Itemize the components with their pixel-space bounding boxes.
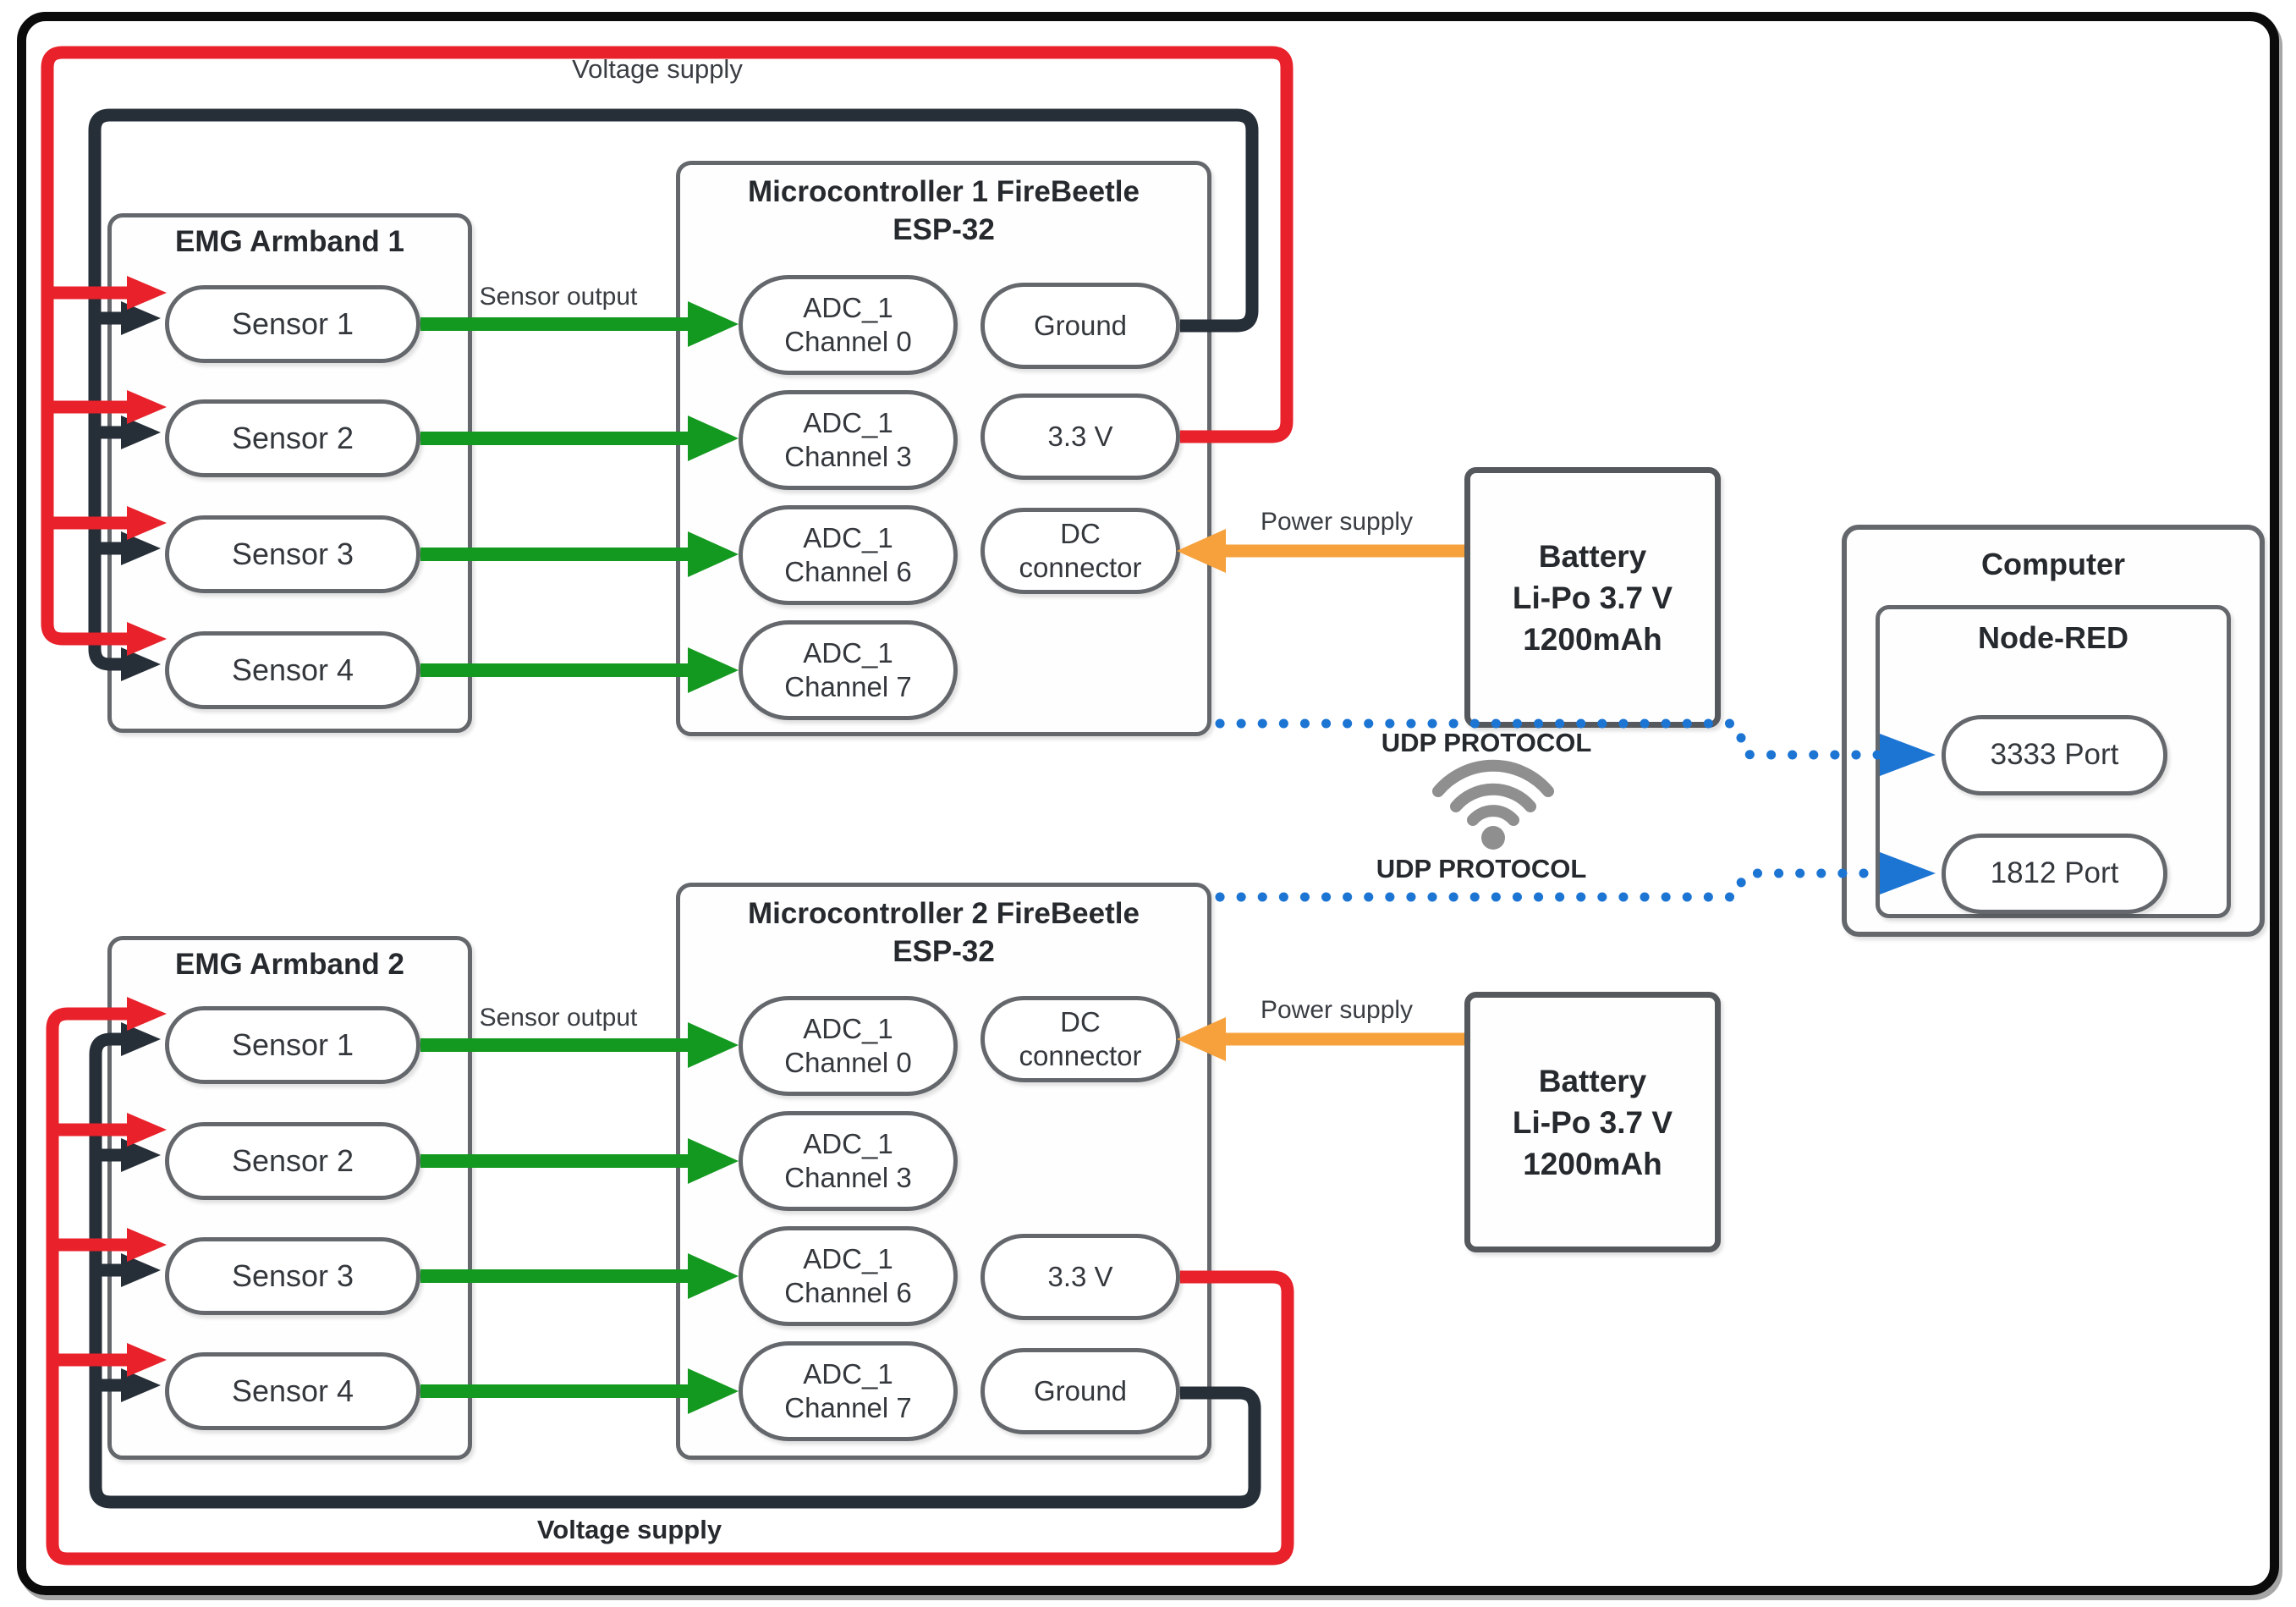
sensor-label: Sensor 3 <box>231 1258 354 1294</box>
udp-protocol-label-bottom: UDP PROTOCOL <box>1376 854 1587 883</box>
battery-1-line1: Battery <box>1538 538 1647 574</box>
dc-connector-pill: DC connector <box>980 508 1180 594</box>
sensor-label: Sensor 2 <box>231 421 354 456</box>
v33-pin-pill: 3.3 V <box>980 393 1180 480</box>
sensor-pill: Sensor 1 <box>165 1006 420 1084</box>
battery-2-box: Battery Li-Po 3.7 V 1200mAh <box>1464 992 1721 1252</box>
battery-1-line2: Li-Po 3.7 V <box>1512 580 1673 615</box>
adc-channel-pill: ADC_1 Channel 3 <box>739 1111 958 1211</box>
microcontroller-1-title-line1: Microcontroller 1 FireBeetle <box>748 175 1140 208</box>
battery-2-line2: Li-Po 3.7 V <box>1512 1104 1673 1140</box>
sensor-pill: Sensor 3 <box>165 515 420 593</box>
sensor-pill: Sensor 2 <box>165 1122 420 1200</box>
emg-armband-2-title: EMG Armband 2 <box>175 948 404 981</box>
battery-2-line1: Battery <box>1538 1063 1647 1098</box>
diagram-border <box>17 12 2279 1595</box>
battery-2-line3: 1200mAh <box>1523 1146 1662 1181</box>
battery-1-line3: 1200mAh <box>1523 621 1662 657</box>
microcontroller-2-title-line1: Microcontroller 2 FireBeetle <box>748 897 1140 930</box>
sensor-label: Sensor 2 <box>231 1143 354 1179</box>
node-red-title: Node-RED <box>1978 620 2128 655</box>
sensor-pill: Sensor 3 <box>165 1237 420 1315</box>
microcontroller-1-title-line2: ESP-32 <box>893 213 995 246</box>
sensor-pill: Sensor 2 <box>165 399 420 477</box>
adc-channel-pill: ADC_1 Channel 7 <box>739 1341 958 1441</box>
sensor-pill: Sensor 4 <box>165 1352 420 1430</box>
adc-channel-pill: ADC_1 Channel 6 <box>739 505 958 605</box>
voltage-supply-label-top: Voltage supply <box>572 54 743 84</box>
sensor-pill: Sensor 1 <box>165 285 420 363</box>
udp-protocol-label-top: UDP PROTOCOL <box>1381 728 1592 757</box>
port-3333-pill: 3333 Port <box>1942 715 2167 795</box>
power-supply-label-top: Power supply <box>1260 508 1414 536</box>
sensor-label: Sensor 1 <box>231 306 354 342</box>
sensor-label: Sensor 3 <box>231 537 354 572</box>
adc-channel-pill: ADC_1 Channel 6 <box>739 1226 958 1326</box>
dc-connector-pill: DC connector <box>980 996 1180 1082</box>
adc-channel-pill: ADC_1 Channel 0 <box>739 996 958 1096</box>
sensor-output-label-bottom: Sensor output <box>479 1004 638 1032</box>
v33-pin-pill: 3.3 V <box>980 1234 1180 1320</box>
ground-pin-pill: Ground <box>980 1348 1180 1434</box>
port-1812-pill: 1812 Port <box>1942 834 2167 914</box>
sensor-pill: Sensor 4 <box>165 631 420 709</box>
sensor-output-label-top: Sensor output <box>479 283 638 311</box>
adc-channel-pill: ADC_1 Channel 3 <box>739 390 958 490</box>
voltage-supply-label-bottom: Voltage supply <box>536 1515 722 1544</box>
battery-1-box: Battery Li-Po 3.7 V 1200mAh <box>1464 467 1721 728</box>
sensor-label: Sensor 1 <box>231 1027 354 1063</box>
microcontroller-2-title-line2: ESP-32 <box>893 935 995 968</box>
computer-title: Computer <box>1981 547 2125 581</box>
adc-channel-pill: ADC_1 Channel 0 <box>739 275 958 375</box>
microcontroller-2-title: Microcontroller 2 FireBeetle ESP-32 <box>684 894 1203 971</box>
sensor-label: Sensor 4 <box>231 1373 354 1409</box>
emg-armband-1-title: EMG Armband 1 <box>175 225 404 258</box>
ground-pin-pill: Ground <box>980 283 1180 369</box>
sensor-label: Sensor 4 <box>231 652 354 688</box>
microcontroller-1-title: Microcontroller 1 FireBeetle ESP-32 <box>684 173 1203 249</box>
power-supply-label-bottom: Power supply <box>1260 996 1414 1024</box>
adc-channel-pill: ADC_1 Channel 7 <box>739 620 958 720</box>
